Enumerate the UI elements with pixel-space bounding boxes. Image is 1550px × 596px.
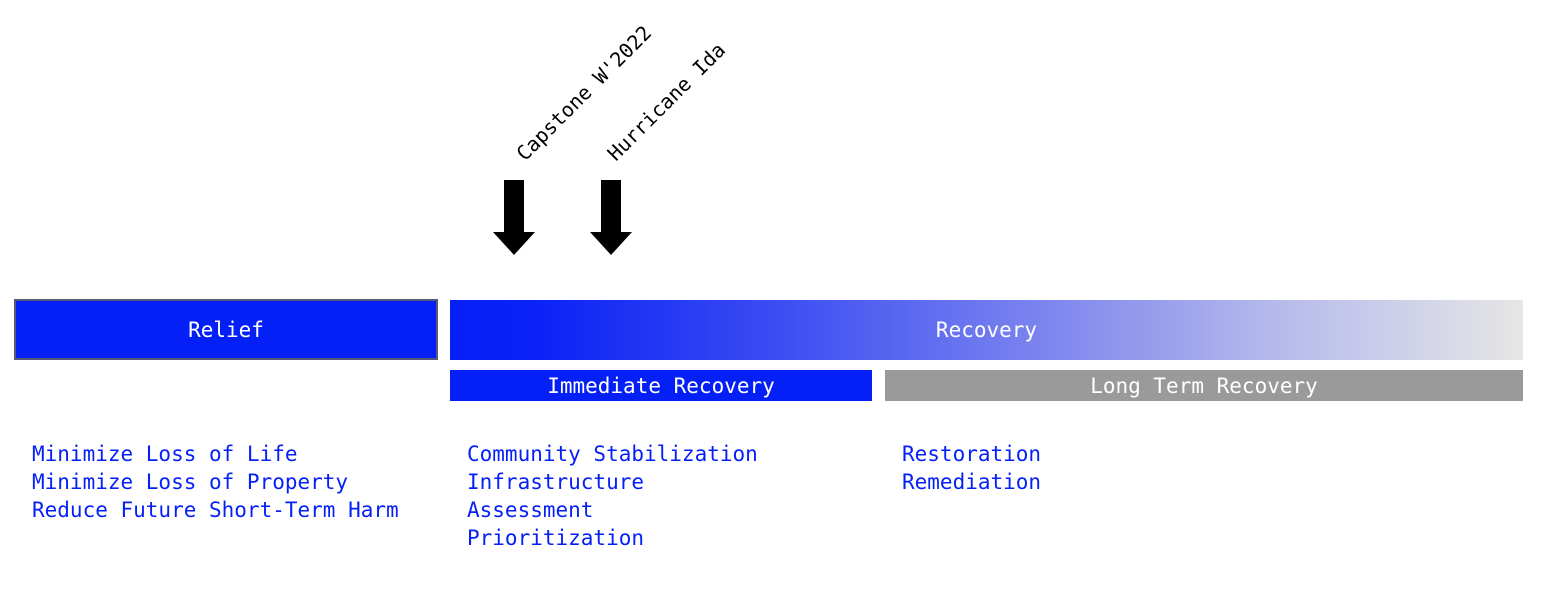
down-arrow-icon xyxy=(590,180,632,255)
list-item: Minimize Loss of Property xyxy=(32,470,349,494)
list-item: Assessment xyxy=(467,498,594,522)
immediate-recovery-bar: Immediate Recovery xyxy=(450,370,872,401)
long-term-recovery-bar: Long Term Recovery xyxy=(885,370,1523,401)
list-item: Restoration xyxy=(902,442,1042,466)
relief-phase-bar: Relief xyxy=(14,299,438,360)
list-item: Infrastructure xyxy=(467,470,645,494)
long-term-recovery-label: Long Term Recovery xyxy=(1090,373,1318,398)
list-item: Community Stabilization xyxy=(467,442,758,466)
list-item: Remediation xyxy=(902,470,1042,494)
list-item: Minimize Loss of Life xyxy=(32,442,298,466)
relief-goals-list: Minimize Loss of Life Minimize Loss of P… xyxy=(32,440,399,524)
long-term-recovery-goals-list: Restoration Remediation xyxy=(902,440,1041,496)
list-item: Prioritization xyxy=(467,526,645,550)
recovery-phase-bar: Recovery xyxy=(450,300,1523,360)
immediate-recovery-label: Immediate Recovery xyxy=(547,373,775,398)
recovery-phase-label: Recovery xyxy=(935,318,1038,342)
down-arrow-icon xyxy=(493,180,535,255)
list-item: Reduce Future Short-Term Harm xyxy=(32,498,399,522)
immediate-recovery-goals-list: Community Stabilization Infrastructure A… xyxy=(467,440,758,552)
relief-phase-label: Relief xyxy=(188,317,264,342)
